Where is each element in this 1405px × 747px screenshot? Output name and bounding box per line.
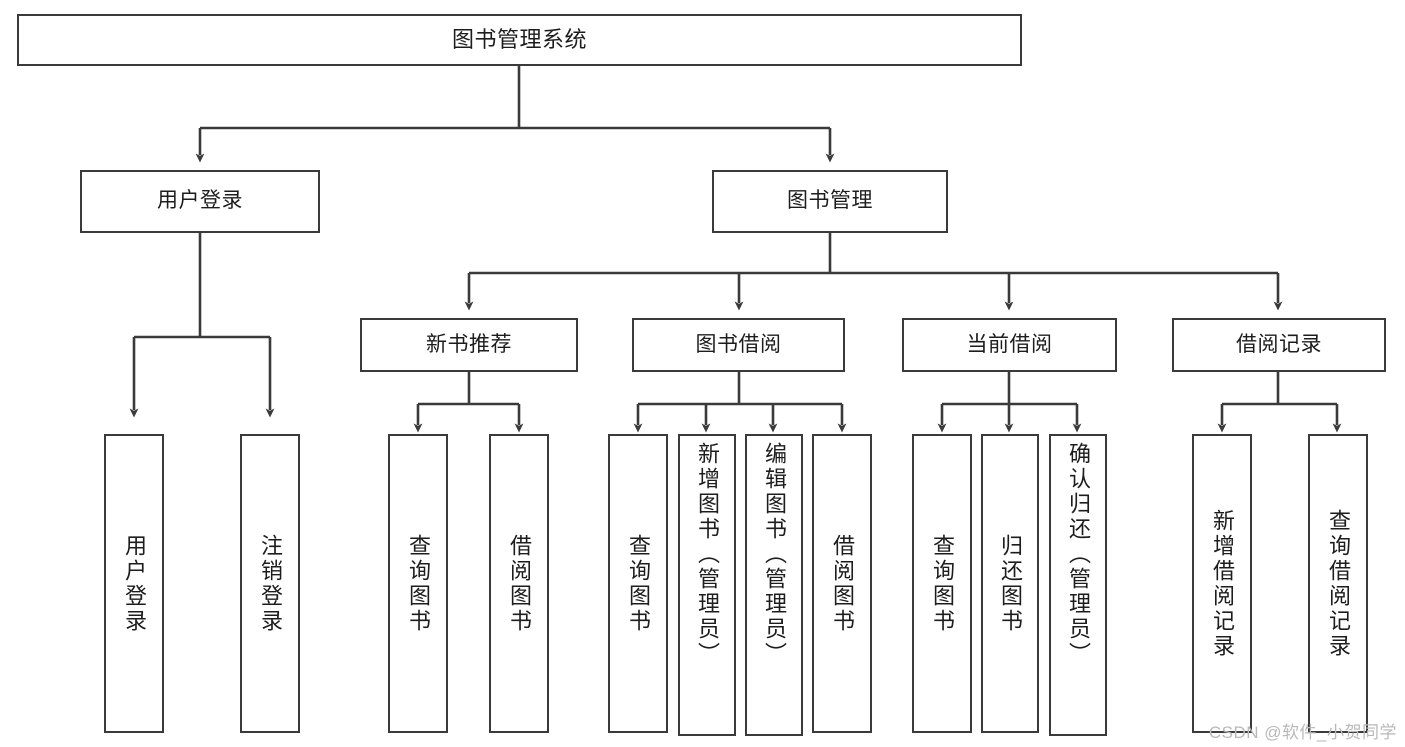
node-leaf-return-book[interactable]: 归还图书	[981, 434, 1039, 733]
node-leaf-user-login-label: 用户登录	[122, 533, 147, 634]
node-leaf-edit-book-label: 编辑图书（管理员）	[762, 442, 787, 667]
node-leaf-query-book-1[interactable]: 查询图书	[388, 434, 448, 733]
node-leaf-logout[interactable]: 注销登录	[240, 434, 300, 733]
node-leaf-add-book-label: 新增图书（管理员）	[695, 442, 720, 667]
node-book-borrow[interactable]: 图书借阅	[632, 318, 845, 372]
node-leaf-confirm-return-label: 确认归还（管理员）	[1066, 442, 1091, 667]
node-leaf-add-book[interactable]: 新增图书（管理员）	[678, 434, 736, 736]
node-borrow-record-label: 借阅记录	[1236, 332, 1322, 356]
node-leaf-logout-label: 注销登录	[258, 533, 283, 634]
node-leaf-query-book-1-label: 查询图书	[406, 533, 431, 634]
node-leaf-edit-book[interactable]: 编辑图书（管理员）	[745, 434, 803, 736]
node-leaf-add-record-label: 新增借阅记录	[1210, 508, 1235, 659]
node-root-label: 图书管理系统	[451, 27, 587, 53]
node-leaf-borrow-book-2-label: 借阅图书	[830, 533, 855, 634]
node-root[interactable]: 图书管理系统	[17, 14, 1022, 66]
node-leaf-query-record-label: 查询借阅记录	[1326, 508, 1351, 659]
node-leaf-borrow-book-1-label: 借阅图书	[507, 533, 532, 634]
node-user-login[interactable]: 用户登录	[80, 170, 320, 233]
node-user-login-label: 用户登录	[157, 189, 243, 213]
node-leaf-borrow-book-1[interactable]: 借阅图书	[489, 434, 549, 733]
node-leaf-user-login[interactable]: 用户登录	[104, 434, 164, 733]
node-current-borrow[interactable]: 当前借阅	[902, 318, 1117, 372]
node-leaf-query-book-3-label: 查询图书	[930, 533, 955, 634]
node-leaf-query-record[interactable]: 查询借阅记录	[1308, 434, 1368, 733]
node-current-borrow-label: 当前借阅	[966, 332, 1053, 356]
node-new-book-rec[interactable]: 新书推荐	[360, 318, 578, 372]
node-book-mgmt-label: 图书管理	[787, 189, 873, 213]
node-leaf-query-book-3[interactable]: 查询图书	[912, 434, 972, 733]
node-leaf-borrow-book-2[interactable]: 借阅图书	[812, 434, 872, 733]
node-leaf-add-record[interactable]: 新增借阅记录	[1192, 434, 1252, 733]
node-book-mgmt[interactable]: 图书管理	[712, 170, 948, 233]
node-borrow-record[interactable]: 借阅记录	[1172, 318, 1386, 372]
node-leaf-query-book-2[interactable]: 查询图书	[608, 434, 668, 733]
node-leaf-query-book-2-label: 查询图书	[626, 533, 651, 634]
node-book-borrow-label: 图书借阅	[695, 332, 782, 356]
node-leaf-confirm-return[interactable]: 确认归还（管理员）	[1049, 434, 1107, 736]
node-new-book-rec-label: 新书推荐	[426, 332, 512, 356]
node-leaf-return-book-label: 归还图书	[998, 533, 1023, 634]
